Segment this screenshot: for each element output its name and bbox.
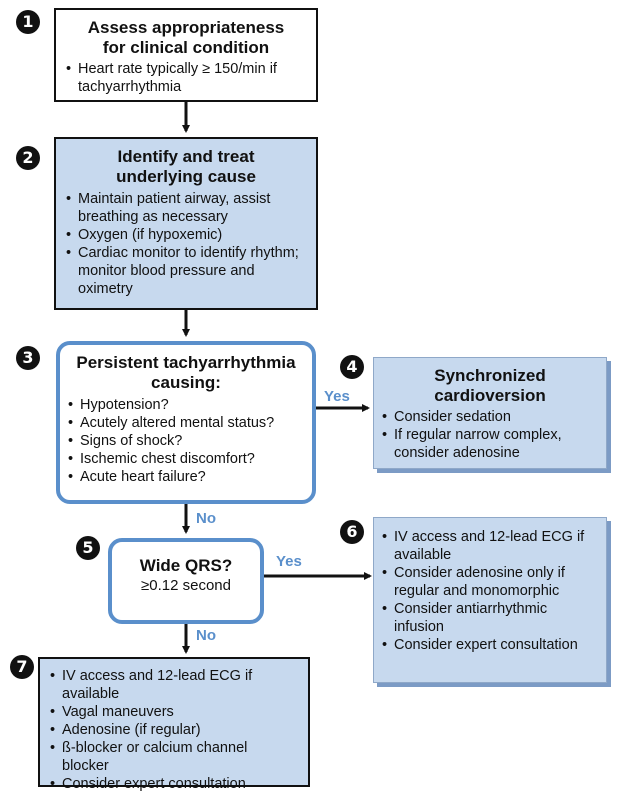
no-label-wide-qrs: No bbox=[196, 627, 216, 644]
wide-qrs-subtitle: ≥0.12 second bbox=[141, 577, 231, 594]
narrow-qrs-bullet-4: ß-blocker or calcium channel blocker bbox=[50, 739, 298, 775]
step-number-2: 2 bbox=[16, 146, 40, 170]
assess-title-line1: Assess appropriateness bbox=[87, 18, 285, 37]
identify-bullet-2: Oxygen (if hypoxemic) bbox=[66, 226, 306, 244]
identify-title-line1: Identify and treat bbox=[117, 147, 255, 166]
narrow-qrs-bullet-5: Consider expert consultation bbox=[50, 775, 298, 793]
narrow-qrs-bullet-3: Adenosine (if regular) bbox=[50, 721, 298, 739]
assess-title-line2: for clinical condition bbox=[102, 38, 270, 57]
persistent-title-line2: causing: bbox=[151, 373, 221, 392]
assess-appropriateness-box: Assess appropriateness for clinical cond… bbox=[54, 8, 318, 102]
persistent-title-line1: Persistent tachyarrhythmia bbox=[76, 353, 296, 372]
yes-label-persistent: Yes bbox=[324, 388, 350, 405]
narrow-qrs-bullet-2: Vagal maneuvers bbox=[50, 703, 298, 721]
wide-qrs-bullet-2: Consider adenosine only if regular and m… bbox=[382, 564, 598, 600]
identify-title-line2: underlying cause bbox=[116, 167, 256, 186]
identify-underlying-cause-box: Identify and treat underlying cause Main… bbox=[54, 137, 318, 310]
narrow-qrs-bullet-1: IV access and 12-lead ECG if available bbox=[50, 667, 298, 703]
identify-bullet-3: Cardiac monitor to identify rhythm; moni… bbox=[66, 244, 306, 298]
step-number-3: 3 bbox=[16, 346, 40, 370]
yes-label-wide-qrs: Yes bbox=[276, 553, 302, 570]
persistent-bullet-3: Signs of shock? bbox=[68, 432, 304, 450]
step-number-4: 4 bbox=[340, 355, 364, 379]
persistent-tachyarrhythmia-box: Persistent tachyarrhythmia causing: Hypo… bbox=[56, 341, 316, 504]
no-label-persistent: No bbox=[196, 510, 216, 527]
cardioversion-bullet-1: Consider sedation bbox=[382, 408, 598, 426]
cardioversion-bullet-2: If regular narrow complex, consider aden… bbox=[382, 426, 598, 462]
wide-qrs-box: Wide QRS? ≥0.12 second bbox=[108, 538, 264, 624]
cardioversion-title-line1: Synchronized bbox=[434, 366, 546, 385]
persistent-bullet-5: Acute heart failure? bbox=[68, 468, 304, 486]
step-number-6: 6 bbox=[340, 520, 364, 544]
persistent-bullet-1: Hypotension? bbox=[68, 396, 304, 414]
wide-qrs-title: Wide QRS? bbox=[139, 556, 233, 575]
wide-qrs-bullet-3: Consider antiarrhythmic infusion bbox=[382, 600, 598, 636]
cardioversion-title-line2: cardioversion bbox=[434, 386, 546, 405]
persistent-bullet-4: Ischemic chest discomfort? bbox=[68, 450, 304, 468]
narrow-qrs-treatment-box: IV access and 12-lead ECG if available V… bbox=[38, 657, 310, 793]
step-number-5: 5 bbox=[76, 536, 100, 560]
wide-qrs-bullet-1: IV access and 12-lead ECG if available bbox=[382, 528, 598, 564]
synchronized-cardioversion-box: Synchronized cardioversion Consider seda… bbox=[373, 357, 607, 469]
identify-bullet-1: Maintain patient airway, assist breathin… bbox=[66, 190, 306, 226]
step-number-1: 1 bbox=[16, 10, 40, 34]
assess-bullet-1: Heart rate typically ≥ 150/min if tachya… bbox=[66, 60, 306, 96]
persistent-bullet-2: Acutely altered mental status? bbox=[68, 414, 304, 432]
wide-qrs-treatment-box: IV access and 12-lead ECG if available C… bbox=[373, 517, 607, 683]
wide-qrs-bullet-4: Consider expert consultation bbox=[382, 636, 598, 654]
step-number-7: 7 bbox=[10, 655, 34, 679]
